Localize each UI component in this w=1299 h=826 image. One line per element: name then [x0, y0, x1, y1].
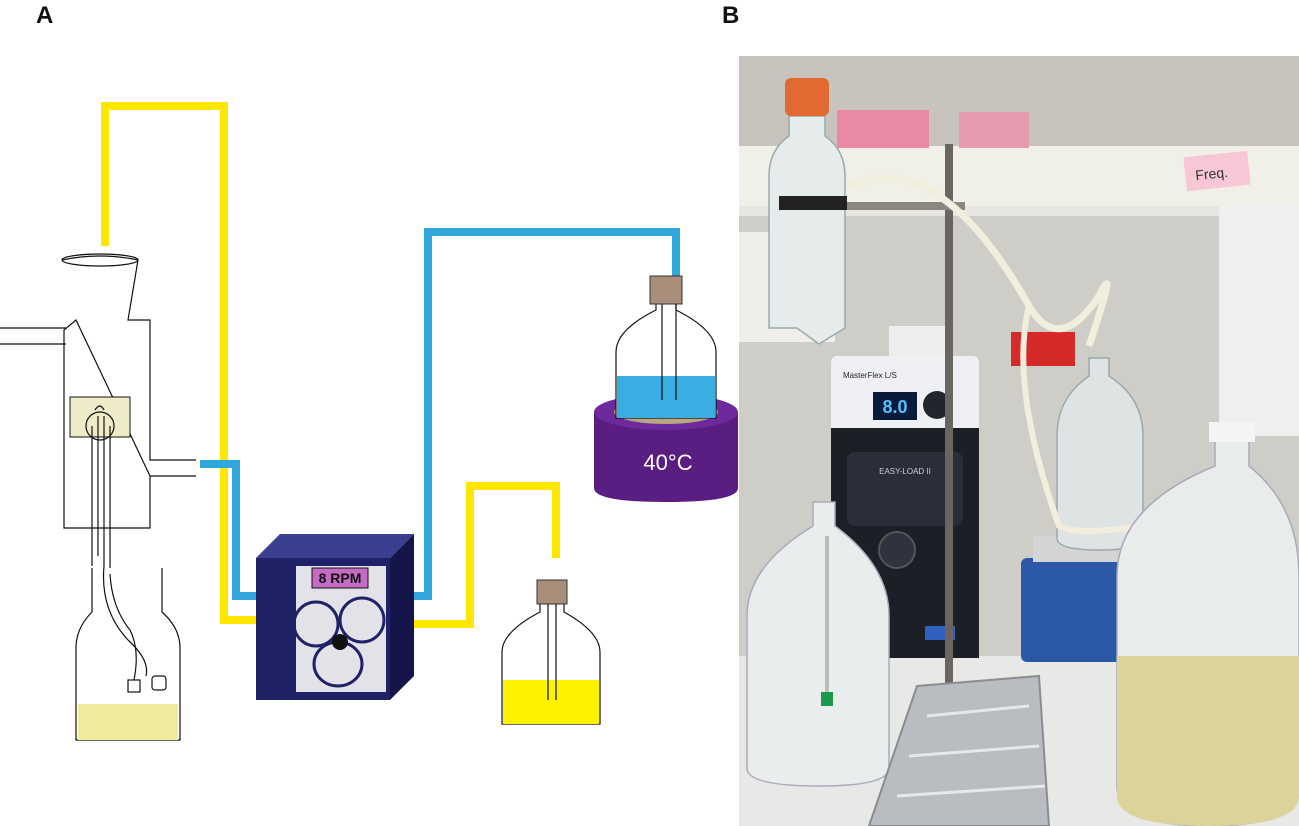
hot-plate-stirrer	[1021, 558, 1141, 662]
panel-label-b: B	[722, 2, 740, 29]
yellow-tube-column-loop	[101, 102, 262, 624]
schematic-diagram: 8 RPM 40°C	[0, 102, 738, 741]
glass-column	[768, 115, 846, 345]
bottle-cap	[1209, 422, 1255, 442]
blue-bottle	[615, 275, 717, 419]
pump-brand-label: MasterFlex L/S	[843, 371, 897, 380]
yellow-bottle-cap	[536, 579, 568, 605]
pipette-tip-box	[837, 110, 929, 148]
green-tube-connector	[821, 692, 833, 706]
extraction-column	[0, 253, 196, 529]
collection-bottle	[75, 565, 181, 741]
left-glass-bottle	[746, 501, 890, 787]
pipette-tip-box	[959, 112, 1029, 148]
pump-head-label: EASY-LOAD II	[879, 467, 931, 476]
column-inner-tubes	[85, 405, 115, 574]
pump-readout-screen	[873, 392, 917, 420]
pump-display-screen	[311, 567, 369, 589]
yellow-bottle	[501, 579, 601, 725]
pump-head-rotor	[878, 531, 916, 569]
yellow-liquid	[1117, 656, 1299, 826]
lab-setup-photo: Freq. MasterFlex L/S 8.0 EASY-LOAD II	[739, 56, 1299, 826]
peristaltic-pump: 8 RPM	[256, 534, 414, 700]
sticky-note-text: Freq.	[1194, 164, 1228, 183]
blue-bottle-cap	[649, 275, 683, 305]
clamp-arm	[835, 202, 965, 210]
pump-readout: 8.0	[882, 397, 907, 417]
blue-tube	[200, 228, 680, 600]
wall-sheet	[1219, 206, 1299, 436]
column-filter	[69, 396, 131, 438]
power-outlet	[889, 326, 945, 358]
retort-stand-rod	[945, 144, 953, 688]
pump-display-text: 8 RPM	[319, 570, 362, 586]
sticky-note	[1183, 150, 1251, 192]
glass-reservoir	[1056, 357, 1144, 551]
panel-label-a: A	[36, 2, 54, 29]
pump-rotor-hub	[332, 634, 348, 650]
yellow-tube-to-bottle	[390, 482, 560, 628]
silicone-tubing	[847, 174, 1111, 348]
silicone-tubing	[1020, 305, 1140, 534]
column-cap	[785, 78, 829, 116]
pump-control-pad[interactable]	[923, 391, 951, 419]
bath-temperature: 40°C	[643, 450, 692, 475]
